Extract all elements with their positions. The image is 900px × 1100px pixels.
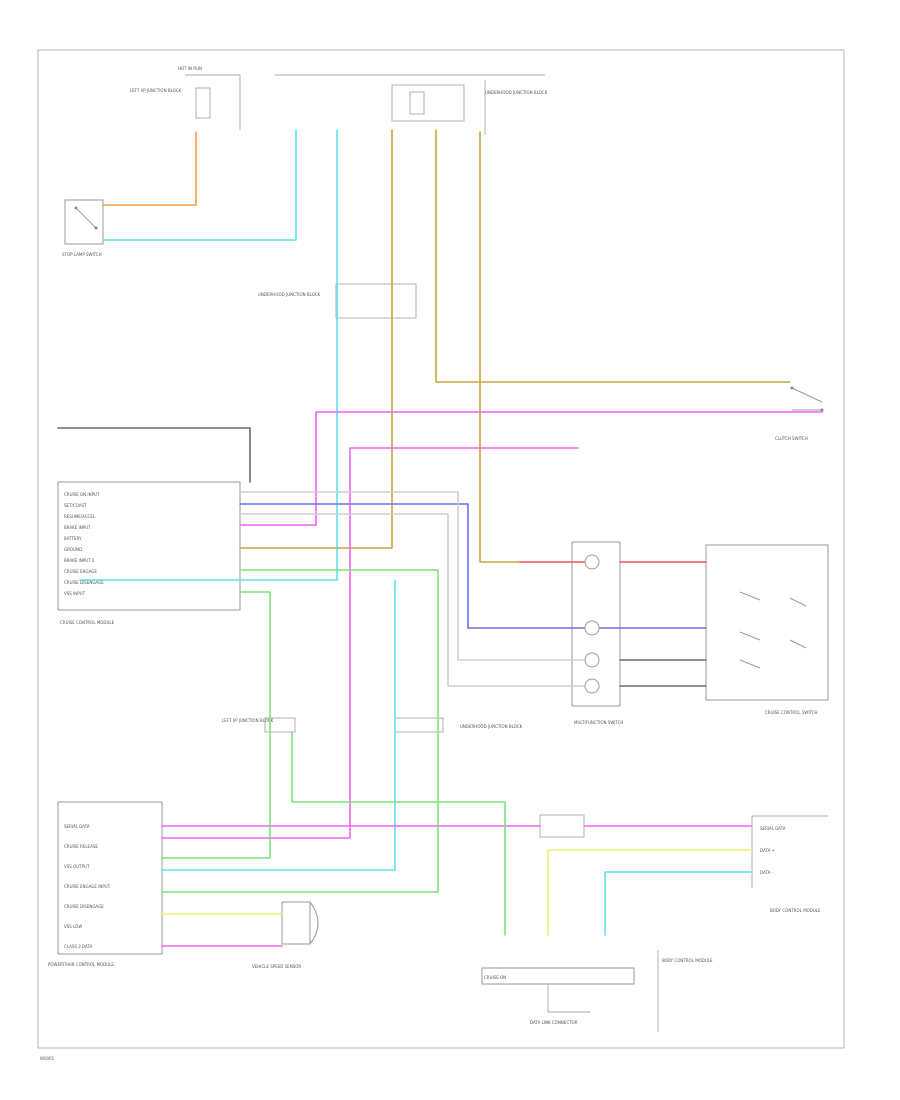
ccm-pin: VSS INPUT (64, 591, 86, 596)
bcm-pin: DATA - (760, 870, 774, 875)
body-control-module: SERIAL DATA DATA + DATA - BODY CONTROL MOD… (751, 815, 828, 913)
pcm-pin: CRUISE ENGAGE INPUT (64, 884, 111, 889)
wire-gray-ground (239, 513, 585, 687)
left-ip-junction-block: HOT IN RUN LEFT I/P JUNCTION BLOCK (130, 66, 241, 130)
cruise-control-switch-label: CRUISE CONTROL SWITCH (765, 710, 818, 715)
mid-splice-right-label: UNDERHOOD JUNCTION BLOCK (460, 724, 523, 729)
ccm-pin: BRAKE INPUT (64, 525, 91, 530)
ccm-pin: BRAKE INPUT 2 (64, 558, 95, 563)
wire-pink-clutch (239, 411, 823, 526)
clutch-switch: CLUTCH SWITCH (775, 386, 824, 441)
wire-lightblue-bcm (604, 871, 753, 936)
pcm-pin: SERIAL DATA (64, 824, 90, 829)
wire-blue-set-coast (239, 503, 585, 629)
wire-tan-clutch (435, 129, 791, 383)
ccm-pin-list: CRUISE ON INPUT SET/COAST RESUME/ACCEL BRAK… (64, 492, 104, 596)
mid-splice-left-label: LEFT I/P JUNCTION BLOCK (222, 718, 274, 723)
wire-gray-resume (239, 491, 585, 661)
cruise-control-module: CRUISE ON INPUT SET/COAST RESUME/ACCEL BRAK… (57, 481, 241, 625)
bcm-pin: DATA + (760, 848, 775, 853)
underhood-splice-block: UNDERHOOD JUNCTION BLOCK (258, 283, 417, 319)
stop-lamp-switch: STOP LAMP SWITCH (62, 199, 104, 257)
powertrain-control-module: SERIAL DATA CRUISE RELEASE VSS OUTPUT CRUIS… (48, 801, 163, 967)
diagram-frame (37, 49, 845, 1049)
ccm-pin: CRUISE DISENGAGE (64, 580, 104, 585)
hot-in-run-label: HOT IN RUN (178, 66, 202, 71)
underhood-splice-label: UNDERHOOD JUNCTION BLOCK (258, 292, 321, 297)
underhood-junction-block: UNDERHOOD JUNCTION BLOCK (275, 74, 548, 135)
pcm-pin-list: SERIAL DATA CRUISE RELEASE VSS OUTPUT CRUIS… (64, 824, 111, 949)
stop-lamp-switch-label: STOP LAMP SWITCH (62, 252, 102, 257)
mid-splice-right: UNDERHOOD JUNCTION BLOCK (394, 717, 523, 733)
pcm-pin: VSS OUTPUT (64, 864, 90, 869)
bcm-pin: SERIAL DATA (760, 826, 786, 831)
left-ip-junction-label: LEFT I/P JUNCTION BLOCK (130, 88, 182, 93)
ccm-pin: GROUND (64, 547, 82, 552)
wire-lightblue-main (79, 129, 338, 581)
pcm-pin: CRUISE DISENGAGE (64, 904, 104, 909)
ccm-pin: RESUME/ACCEL (64, 514, 96, 519)
ccm-pin: CRUISE ON INPUT (64, 492, 100, 497)
wire-green-engage (161, 569, 439, 893)
ccm-pin: BATTERY (64, 536, 82, 541)
ccm-pin: CRUISE ENGAGE (64, 569, 97, 574)
data-link-note: BODY CONTROL MODULE (662, 958, 713, 963)
data-link-connector-label: DATA LINK CONNECTOR (530, 1020, 578, 1025)
wire-lightblue-stop-lamp (102, 129, 297, 241)
wire-black-ip (57, 427, 251, 483)
clutch-switch-label: CLUTCH SWITCH (775, 436, 808, 441)
cruise-on-label: CRUISE ON (484, 975, 506, 980)
vehicle-speed-sensor: VEHICLE SPEED SENSOR (252, 901, 319, 969)
ccm-pin: SET/COAST (64, 503, 87, 508)
pcm-pin: CLASS 2 DATA (64, 944, 93, 949)
vehicle-speed-sensor-label: VEHICLE SPEED SENSOR (252, 964, 301, 969)
footer-code: W0001 (40, 1056, 55, 1061)
wire-orange-stop-lamp (102, 131, 197, 206)
underhood-junction-label: UNDERHOOD JUNCTION BLOCK (485, 90, 548, 95)
multifunction-switch-label: MULTIFUNCTION SWITCH (574, 720, 623, 725)
wire-green-dlc (291, 731, 506, 936)
wire-tan-battery (239, 129, 393, 549)
multifunction-switch: MULTIFUNCTION SWITCH (571, 541, 623, 725)
body-control-module-label: BODY CONTROL MODULE (770, 908, 821, 913)
mid-splice-left: LEFT I/P JUNCTION BLOCK (222, 717, 296, 733)
powertrain-control-module-label: POWERTRAIN CONTROL MODULE (48, 962, 114, 967)
wire-lightblue-pcm (161, 579, 396, 871)
pcm-pin: VSS LOW (64, 924, 82, 929)
wire-green-vss (161, 591, 271, 859)
pcm-pin: CRUISE RELEASE (64, 844, 98, 849)
cruise-control-switch: CRUISE CONTROL SWITCH (705, 544, 829, 715)
wire-yellow-bcm (547, 849, 753, 936)
cruise-control-module-label: CRUISE CONTROL MODULE (60, 620, 115, 625)
wire-pink-brake (161, 447, 579, 839)
wire-tan-multifunction (479, 131, 521, 563)
data-link-connector: CRUISE ON DATA LINK CONNECTOR BODY CONTR… (481, 814, 713, 1032)
bcm-pin-list: SERIAL DATA DATA + DATA - (760, 826, 786, 875)
